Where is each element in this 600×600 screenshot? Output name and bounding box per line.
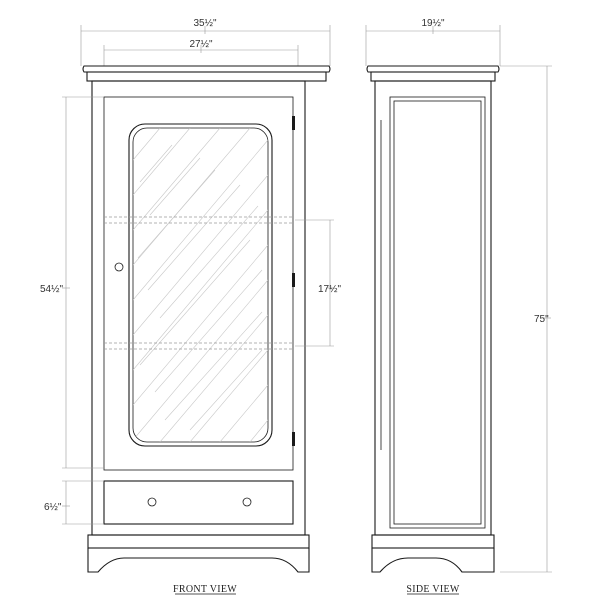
shelf-spacing-dimension: 17½" [295, 219, 341, 347]
depth-dimension: 19½" [365, 18, 501, 66]
drawer [103, 480, 294, 525]
depth-label: 19½" [421, 18, 444, 29]
overall-height-label: 75" [534, 314, 549, 325]
side-view: 19½" 75" SIDE VIEW [365, 18, 552, 595]
front-view: 35½" 27½" [40, 18, 341, 595]
cabinet-base [87, 534, 310, 573]
drawer-height-label: 6½" [44, 502, 62, 513]
overall-width-dimension: 35½" [80, 18, 331, 66]
hidden-shelves [104, 216, 293, 350]
inner-width-label: 27½" [189, 39, 212, 50]
shelf-spacing-label: 17½" [318, 284, 341, 295]
door-knob [114, 262, 124, 272]
side-crown-molding [366, 65, 500, 82]
drawer-knob-right [242, 497, 252, 507]
drawer-height-dimension: 6½" [44, 480, 104, 525]
inner-width-dimension: 27½" [103, 39, 299, 66]
drawer-knob-left [147, 497, 157, 507]
side-case [374, 80, 492, 536]
overall-width-label: 35½" [193, 18, 216, 29]
door-height-dimension: 54½" [40, 96, 104, 469]
cabinet-case [91, 80, 306, 536]
glass-panel [104, 123, 293, 447]
door-hinges [292, 116, 295, 446]
side-view-label: SIDE VIEW [406, 584, 460, 595]
overall-height-dimension: 75" [500, 65, 552, 573]
front-view-label: FRONT VIEW [173, 584, 237, 595]
door-height-label: 54½" [40, 284, 63, 295]
glass-reflection-hatching [133, 128, 268, 442]
crown-molding [82, 65, 331, 82]
side-base [371, 534, 495, 573]
